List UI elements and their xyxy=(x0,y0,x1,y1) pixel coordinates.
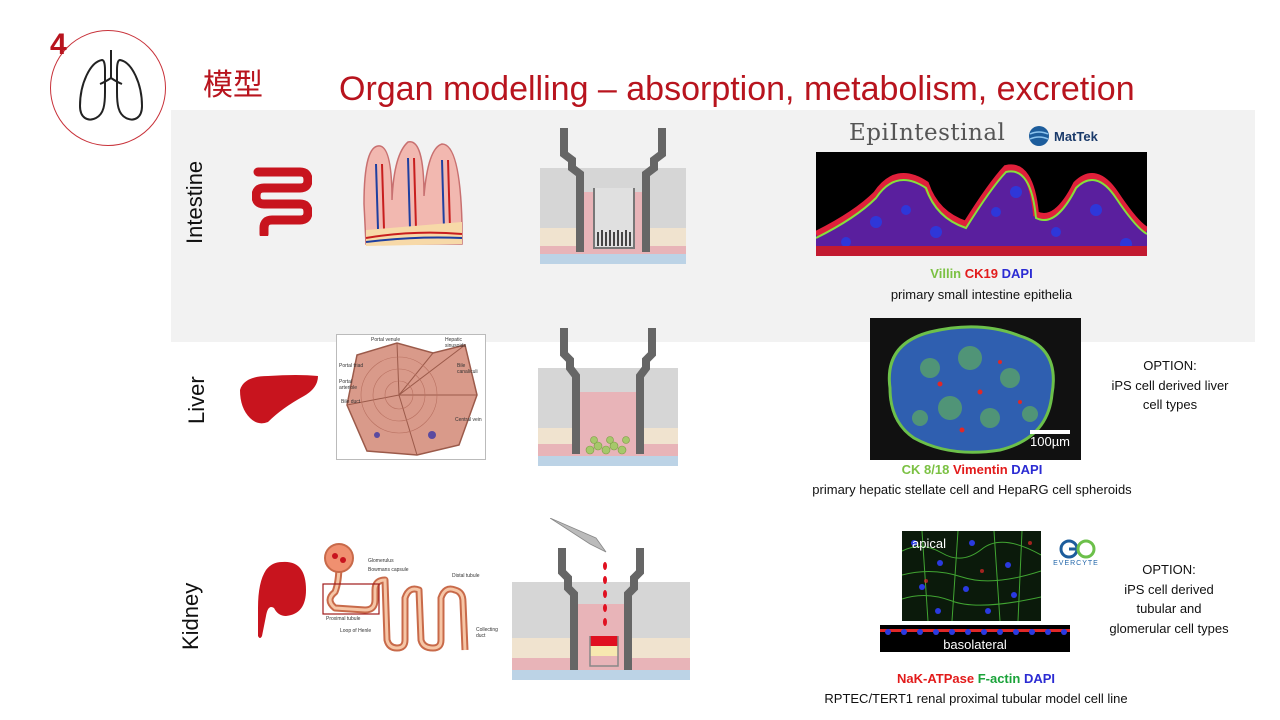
kidney-label-loop-of-henle: Loop of Henle xyxy=(340,628,372,634)
kidney-apical-label: apical xyxy=(912,536,946,551)
marker-villin: Villin xyxy=(930,266,962,281)
row-label-intestine: Intestine xyxy=(182,160,207,244)
kidney-apical-render xyxy=(902,531,1041,621)
kidney-stain-markers: NaK-ATPase F-actin DAPI xyxy=(796,671,1156,686)
marker-ck19: CK19 xyxy=(964,266,998,281)
liver-caption: primary hepatic stellate cell and HepaRG… xyxy=(812,482,1132,497)
liver-option-line-3: cell types xyxy=(1142,397,1198,412)
liver-label-portal-triad: Portal triad xyxy=(339,363,364,369)
intestine-fluorescence-image xyxy=(816,152,1147,256)
kidney-option-line-3: tubular and xyxy=(1136,601,1202,616)
transwell-insert-kidney xyxy=(512,548,690,680)
kidney-basolateral-render xyxy=(880,629,1070,635)
marker-dapi: DAPI xyxy=(1011,462,1043,477)
marker-ck818: CK 8/18 xyxy=(901,462,950,477)
kidney-option-note: OPTION: iPS cell derived tubular and glo… xyxy=(1096,560,1242,638)
liver-option-note: OPTION: iPS cell derived liver cell type… xyxy=(1100,356,1240,415)
kidney-label-glomerulus: Glomerulus xyxy=(368,558,394,564)
mattek-logo: MatTek xyxy=(1028,124,1148,148)
lungs-icon xyxy=(78,50,144,121)
liver-label-hepatic-sinusoids: Hepatic sinusoids xyxy=(445,337,466,349)
kidney-label-bowmans-capsule: Bowmans capsule xyxy=(368,567,409,573)
slide-badge-circle xyxy=(50,30,166,146)
liver-option-line-1: OPTION: xyxy=(1143,358,1197,373)
liver-option-line-2: iPS cell derived liver xyxy=(1111,377,1229,393)
mattek-globe-icon xyxy=(1029,126,1049,146)
intestine-caption: primary small intestine epithelia xyxy=(890,287,1073,302)
kidney-option-line-1: OPTION: xyxy=(1142,562,1196,577)
liver-spheroid-render xyxy=(887,325,1070,454)
evercyte-logo-text: EVERCYTE xyxy=(1053,560,1099,567)
liver-icon xyxy=(240,375,318,424)
scale-bar-label: 100µm xyxy=(1030,434,1071,449)
kidney-option-line-4: glomerular cell types xyxy=(1109,620,1229,636)
liver-spheroid-image: 100µm xyxy=(870,318,1081,460)
intestine-stain-markers: Villin CK19 DAPI xyxy=(816,266,1147,281)
mattek-logo-text: MatTek xyxy=(1054,128,1098,144)
evercyte-logo: EVERCYTE xyxy=(1050,538,1102,568)
intestine-icon xyxy=(252,167,312,236)
marker-dapi: DAPI xyxy=(1023,671,1055,686)
liver-lobule-diagram: Portal venule Hepatic sinusoids Portal t… xyxy=(336,334,486,460)
epiintestinal-brand: EpiIntestinal xyxy=(849,120,1006,146)
liver-label-central-vein: Central vein xyxy=(455,417,482,423)
marker-dapi: DAPI xyxy=(1001,266,1033,281)
liver-lobule-render xyxy=(346,342,478,456)
intestine-villi-illustration xyxy=(363,141,463,246)
liver-stain-markers: CK 8/18 Vimentin DAPI xyxy=(790,462,1154,477)
liver-label-portal-arteriole: Portal arteriole xyxy=(339,379,358,391)
marker-vimentin: Vimentin xyxy=(952,462,1008,477)
kidney-label-proximal-tubule: Proximal tubule xyxy=(326,616,361,622)
nephron-diagram xyxy=(322,543,469,652)
transwell-insert-intestine xyxy=(540,128,686,264)
liver-label-portal-venule: Portal venule xyxy=(371,337,401,343)
kidney-caption: RPTEC/TERT1 renal proximal tubular model… xyxy=(824,691,1128,706)
kidney-basolateral-image: basolateral xyxy=(880,625,1070,652)
kidney-apical-image: apical xyxy=(902,531,1041,621)
marker-nak-atpase: NaK-ATPase xyxy=(897,671,975,686)
row-label-liver: Liver xyxy=(184,376,209,424)
liver-label-bile-duct: Bile duct xyxy=(341,399,361,405)
liver-label-bile-canaliculi: Bile canaliculi xyxy=(457,363,478,375)
kidney-basolateral-label: basolateral xyxy=(943,637,1007,652)
marker-f-actin: F-actin xyxy=(977,671,1021,686)
kidney-label-collecting-duct: Collecting duct xyxy=(476,627,498,639)
kidney-icon xyxy=(258,561,306,638)
kidney-option-line-2: iPS cell derived xyxy=(1124,581,1214,597)
slide-title: Organ modelling – absorption, metabolism… xyxy=(339,70,1135,108)
row-label-kidney: Kidney xyxy=(178,582,203,650)
kidney-label-distal-tubule: Distal tubule xyxy=(452,573,480,579)
evercyte-mark-icon xyxy=(1059,539,1096,559)
transwell-insert-liver xyxy=(538,328,678,466)
title-chinese: 模型 xyxy=(203,68,263,103)
intestine-fluorescence-render xyxy=(816,164,1147,256)
pipette-icon xyxy=(550,518,607,553)
slide-number: 4 xyxy=(50,28,67,61)
